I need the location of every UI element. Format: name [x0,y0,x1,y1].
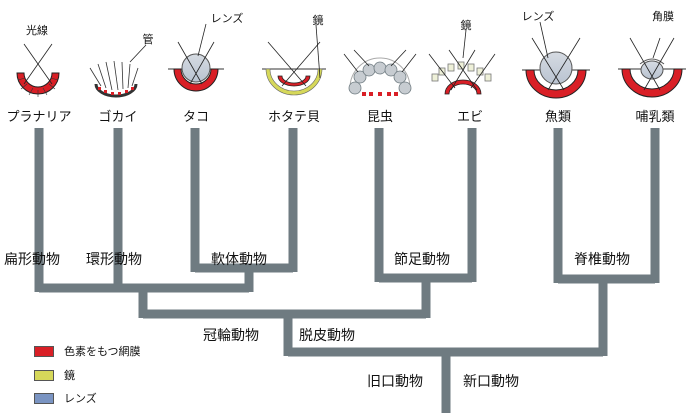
group-label-ecdysozoa: 脱皮動物 [299,328,355,344]
animal-label-fish: 魚類 [544,110,572,125]
animal-label-polychaete: ゴカイ [98,110,138,125]
fish-eye [522,37,590,99]
group-label-mollusca: 軟体動物 [211,252,267,268]
group-label-lophotrochozoa: 冠輪動物 [203,328,259,344]
group-label-platyhelminthes: 扁形動物 [4,252,60,268]
animal-label-planaria: プラナリア [6,110,72,125]
octopus-eye [168,41,224,92]
group-label-annelida: 環形動物 [86,252,142,268]
leader-scallop-mirror [315,24,321,79]
legend-label-mirror: 鏡 [64,369,75,382]
leader-shrimp-mirror [462,29,467,59]
octopus-lens-label: レンズ [210,12,244,25]
legend-label-retina: 色素をもつ網膜 [64,345,141,358]
animal-label-octopus: タコ [182,110,210,125]
leader-cornea [652,37,661,59]
animal-label-scallop: ホタテ貝 [267,110,321,125]
scallop-eye [262,41,326,96]
fish-lens-label: レンズ [521,10,555,23]
tube-label: 管 [142,33,154,46]
shrimp-eye [428,49,496,95]
light-ray-label: 光線 [26,24,48,37]
leader-octopus-lens [197,23,207,57]
group-label-deuterostomia: 新口動物 [463,374,519,390]
phylogenetic-tree [34,128,660,413]
planaria-eye [16,43,60,97]
leader-fish-lens [539,21,549,59]
legend-label-lens: レンズ [64,392,97,405]
polychaete-eye [89,60,139,98]
mirror-swatch [34,369,54,381]
group-label-vertebrata: 脊椎動物 [574,252,630,268]
leader-tube [129,44,147,63]
insect-eye [343,49,417,96]
shrimp-mirror-label: 鏡 [460,19,472,32]
legend-item-retina: 色素をもつ網膜 [34,343,141,359]
animal-label-insect: 昆虫 [366,110,394,125]
annotation-leaders [129,21,661,79]
scallop-mirror-label: 鏡 [312,14,324,27]
group-label-protostomia: 旧口動物 [367,374,423,390]
animal-label-mammal: 哺乳類 [635,110,675,125]
cornea-label: 角膜 [652,10,674,23]
retina-swatch [34,345,54,357]
group-label-arthropoda: 節足動物 [394,252,450,268]
legend-item-lens: レンズ [34,390,97,406]
animal-label-shrimp: エビ [456,110,484,125]
lens-swatch [34,392,54,404]
legend-item-mirror: 鏡 [34,367,75,383]
mammal-eye [618,37,686,98]
